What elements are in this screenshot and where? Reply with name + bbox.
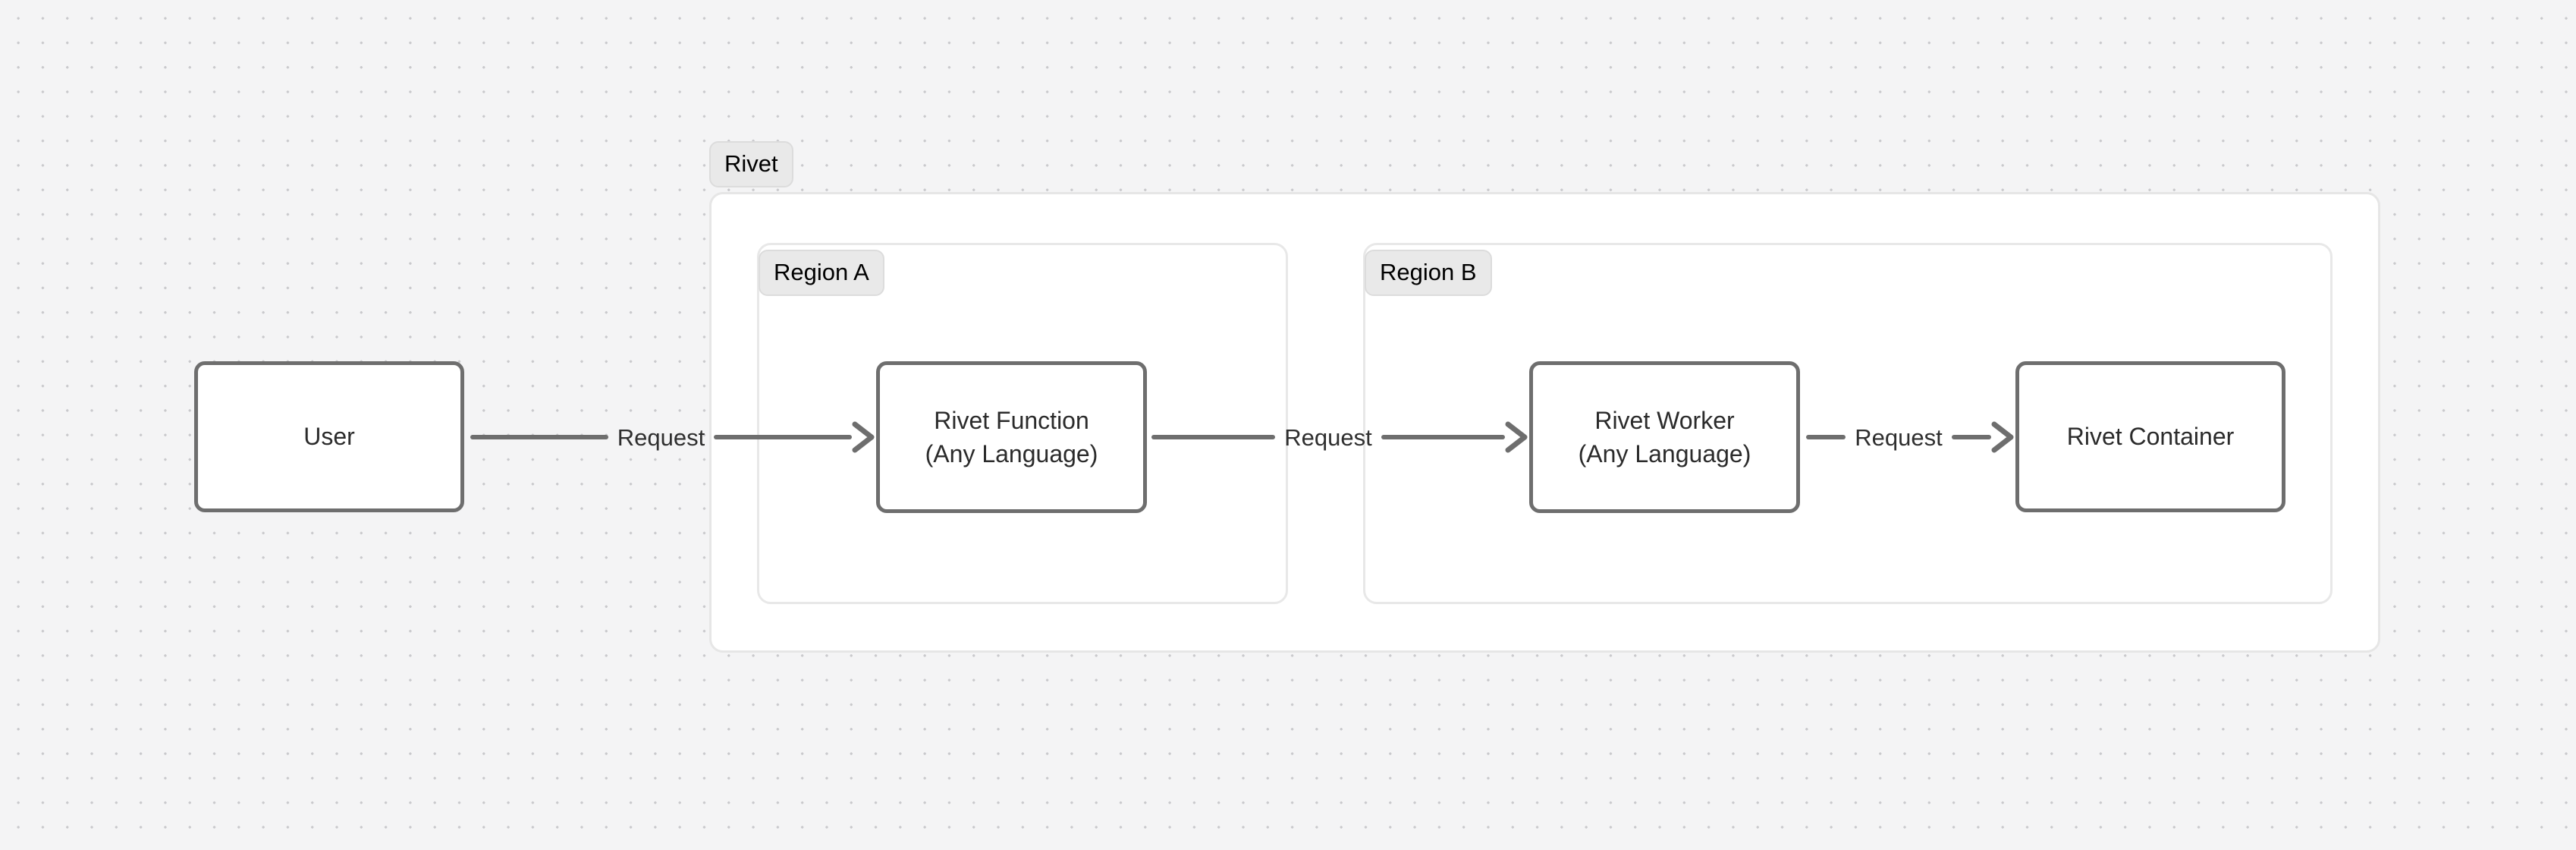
- node-user[interactable]: User: [194, 361, 464, 512]
- region-label-b: Region B: [1365, 250, 1492, 296]
- edge-label-request: Request: [617, 423, 705, 451]
- node-rivet-container[interactable]: Rivet Container: [2015, 361, 2285, 512]
- group-label-rivet: Rivet: [709, 141, 793, 187]
- node-rivet-worker-label: Rivet Worker (Any Language): [1578, 406, 1751, 468]
- edge-line-segment: [470, 435, 608, 439]
- node-user-label: User: [303, 423, 355, 451]
- node-rivet-function[interactable]: Rivet Function (Any Language): [876, 361, 1147, 513]
- node-rivet-function-label: Rivet Function (Any Language): [925, 406, 1098, 468]
- node-rivet-container-label: Rivet Container: [2066, 423, 2235, 451]
- region-label-a: Region A: [759, 250, 884, 296]
- node-rivet-worker[interactable]: Rivet Worker (Any Language): [1529, 361, 1800, 513]
